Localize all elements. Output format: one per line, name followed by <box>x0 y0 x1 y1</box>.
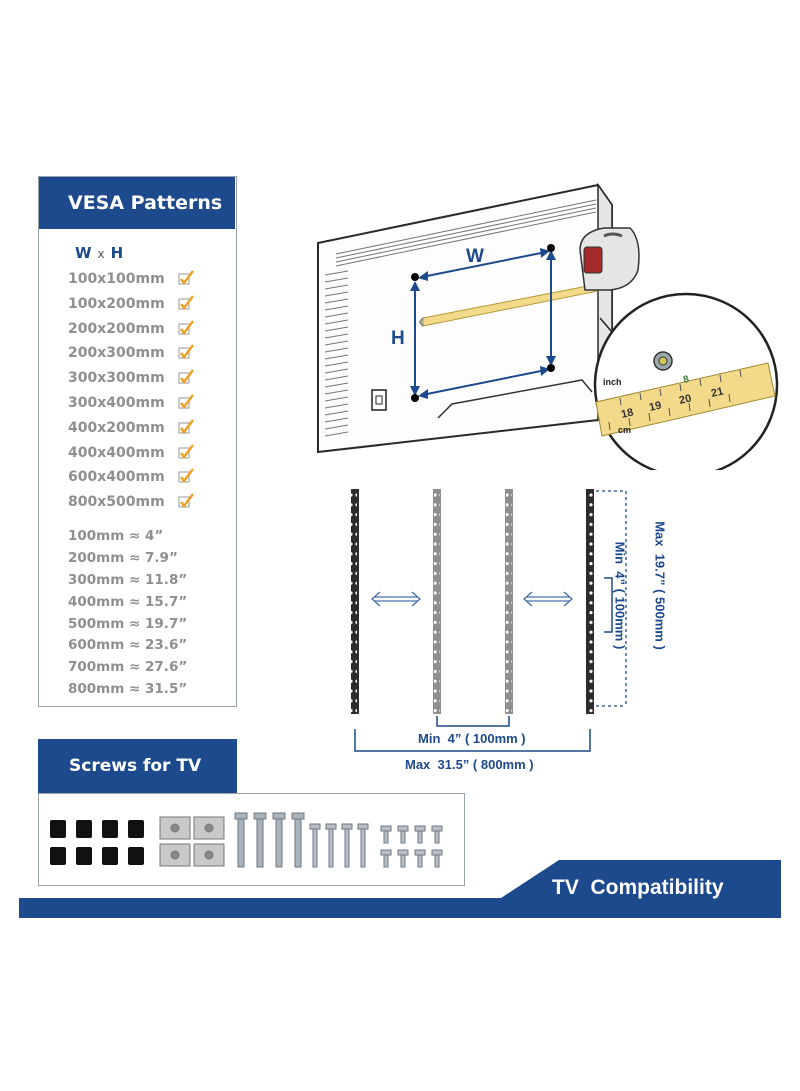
conversion-item: 300mm ≈ 11.8” <box>68 571 188 588</box>
h-dimension-label: H <box>391 328 405 349</box>
vesa-pattern-label: 300x400mm <box>68 394 165 411</box>
h-letter: H <box>110 244 124 262</box>
black-bracket-right <box>586 489 594 714</box>
checkbox-checked-icon <box>178 419 194 434</box>
vesa-pattern-label: 400x400mm <box>68 444 165 461</box>
x-letter: x <box>97 247 105 261</box>
mount-hole <box>547 244 555 252</box>
vesa-pattern-label: 400x200mm <box>68 419 165 436</box>
max-width-label: Max 31.5” ( 800mm ) <box>405 757 534 772</box>
vesa-pattern-item: 300x400mm <box>68 391 228 416</box>
tape-number: 21 <box>710 385 725 399</box>
tape-number: 19 <box>648 399 663 413</box>
checkbox-checked-icon <box>178 295 194 310</box>
checkbox-checked-icon <box>178 270 194 285</box>
max-height-bracket-line <box>596 490 627 707</box>
vesa-pattern-item: 100x200mm <box>68 292 228 317</box>
silver-bracket-right <box>505 489 513 714</box>
mm-inch-conversion-list: 100mm ≈ 4” 200mm ≈ 7.9” 300mm ≈ 11.8” 400mm… <box>68 526 187 701</box>
silver-bracket-left <box>433 489 441 714</box>
vesa-pattern-item: 200x200mm <box>68 317 228 342</box>
tv-back-body <box>317 183 613 454</box>
w-letter: W <box>75 244 92 262</box>
spacer-blocks <box>50 820 144 865</box>
vesa-pattern-label: 200x200mm <box>68 320 165 337</box>
tape-measure-icon <box>579 227 640 291</box>
min-height-bracket-line <box>604 577 613 633</box>
adjust-arrow-left <box>371 591 421 607</box>
measuring-tape-strip <box>422 283 599 327</box>
bracket-diagram <box>351 489 627 752</box>
conversion-item: 200mm ≈ 7.9” <box>68 549 178 566</box>
checkbox-checked-icon <box>178 319 194 335</box>
checkbox-checked-icon <box>178 468 194 484</box>
min-height-label: Min 4” ( 100mm ) <box>612 541 628 650</box>
max-height-label: Max 19.7” ( 500mm ) <box>652 521 668 650</box>
vesa-pattern-label: 100x200mm <box>68 295 165 312</box>
vesa-pattern-label: 100x100mm <box>68 271 165 287</box>
footer-banner <box>19 860 781 918</box>
checkbox-checked-icon <box>178 493 194 509</box>
vesa-pattern-item: 300x300mm <box>68 366 228 391</box>
short-screws <box>380 825 443 868</box>
vesa-pattern-label: 800x500mm <box>68 494 165 511</box>
side-vent <box>324 270 349 437</box>
max-width-bracket-line <box>354 729 591 752</box>
medium-bolts <box>309 823 369 868</box>
conversion-item: 800mm ≈ 31.5” <box>68 681 188 698</box>
hardware-kit-illustration <box>50 812 443 868</box>
vesa-pattern-item: 800x500mm <box>68 490 228 515</box>
conversion-item: 100mm ≈ 4” <box>68 528 164 544</box>
tape-zoom-inset: 18 19 20 21 8 inch cm <box>593 292 779 470</box>
tape-number: 18 <box>620 406 635 420</box>
mount-hole <box>411 273 419 281</box>
screws-title: Screws for TV <box>38 739 237 793</box>
vesa-pattern-label: 600x400mm <box>68 469 165 486</box>
min-width-label: Min 4” ( 100mm ) <box>418 731 526 746</box>
checkbox-checked-icon <box>178 394 194 409</box>
screws-panel <box>38 793 465 886</box>
long-bolts <box>234 812 305 868</box>
checkbox-checked-icon <box>178 344 194 360</box>
vesa-pattern-label: 300x300mm <box>68 370 165 387</box>
tape-number: 20 <box>678 392 693 406</box>
power-socket <box>371 389 387 411</box>
inch-label: inch <box>603 377 622 387</box>
cm-label: cm <box>618 425 631 435</box>
height-arrow <box>410 250 556 396</box>
w-dimension-label: W <box>466 246 484 267</box>
vesa-pattern-item: 100x100mm <box>68 267 228 292</box>
black-bracket-left <box>351 489 359 714</box>
vesa-pattern-item: 200x300mm <box>68 341 228 366</box>
conversion-item: 600mm ≈ 23.6” <box>68 637 188 654</box>
vesa-pattern-item: 600x400mm <box>68 465 228 490</box>
mount-hole <box>411 394 419 402</box>
conversion-item: 500mm ≈ 19.7” <box>68 615 188 632</box>
checkbox-checked-icon <box>178 369 194 385</box>
width-arrow <box>418 248 550 399</box>
vesa-pattern-list: 100x100mm 100x200mm 200x200mm 200x300mm 300x… <box>68 267 228 515</box>
vesa-pattern-item: 400x200mm <box>68 416 228 441</box>
tape-inch-number: 8 <box>682 374 690 386</box>
vesa-pattern-label: 200x300mm <box>68 345 165 362</box>
conversion-item: 700mm ≈ 27.6” <box>68 659 188 676</box>
spacer-plates <box>159 816 225 867</box>
top-vent <box>335 199 597 267</box>
vesa-pattern-item: 400x400mm <box>68 441 228 466</box>
adjust-arrow-right <box>523 591 573 607</box>
checkbox-checked-icon <box>178 443 194 459</box>
tv-compatibility-label: TV Compatibility <box>552 876 724 899</box>
conversion-item: 400mm ≈ 15.7” <box>68 593 188 610</box>
vesa-patterns-title: VESA Patterns <box>39 177 235 229</box>
tv-back-diagram: W H 18 19 20 21 8 inch cm <box>317 182 779 470</box>
bottom-recess <box>437 379 593 419</box>
mount-hole <box>547 364 555 372</box>
min-width-bracket-line <box>436 716 510 727</box>
